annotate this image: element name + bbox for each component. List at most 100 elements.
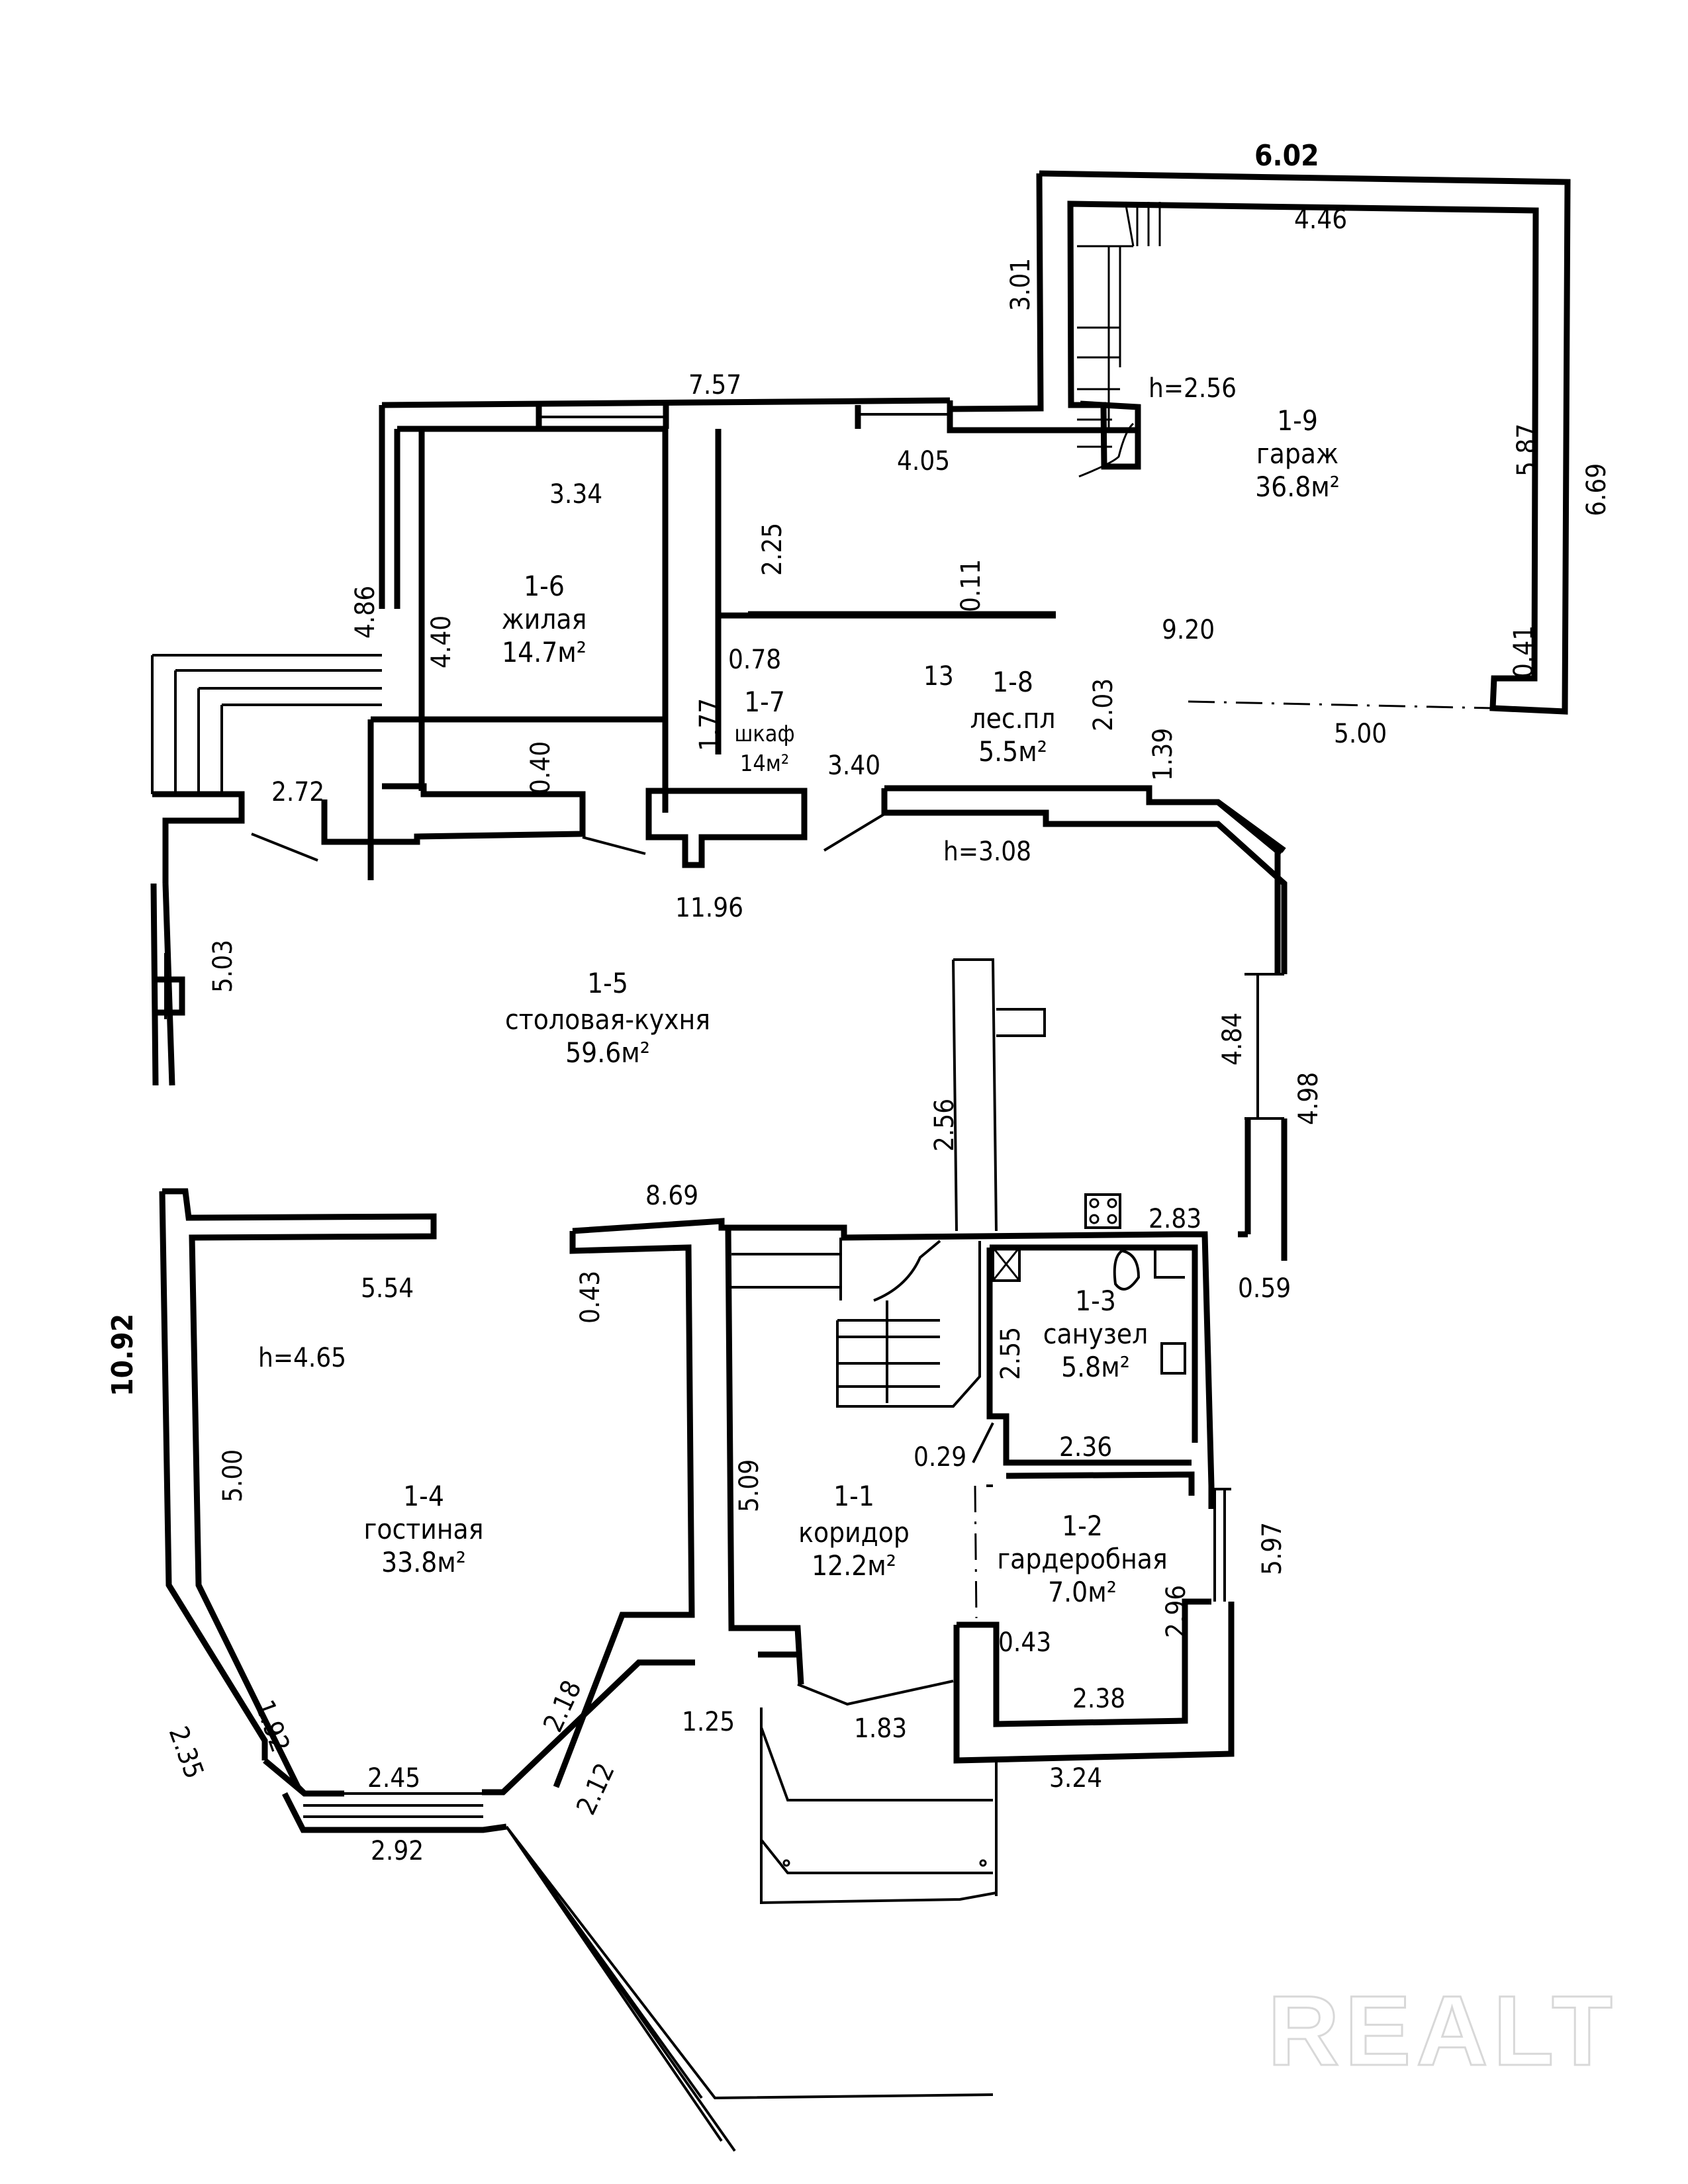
dimension-label: 4.86 (350, 586, 381, 639)
dimension-label: 2.03 (1088, 678, 1119, 731)
dimension-label: 0.11 (956, 559, 986, 612)
dimension-label: 2.36 (1059, 1432, 1112, 1463)
room-id: 1-2 (1062, 1510, 1103, 1542)
dimension-label: 4.46 (1294, 205, 1347, 235)
dimension-label: 0.40 (526, 741, 556, 794)
room-area: 14.7м² (502, 636, 586, 668)
dimension-label: 1.39 (1148, 728, 1178, 781)
dimension-label: 2.72 (271, 777, 324, 807)
dimension-label: 5.87 (1512, 424, 1542, 477)
room-id: 1-1 (833, 1480, 874, 1512)
room-id: 1-8 (992, 666, 1033, 698)
dimension-label: 4.40 (426, 615, 457, 668)
dimension-label: 3.34 (549, 479, 602, 510)
dimension-label: 5.09 (734, 1459, 765, 1512)
dimension-label: 9.20 (1162, 615, 1215, 645)
room-area: 7.0м² (1048, 1576, 1117, 1608)
dimension-label: 11.96 (675, 893, 743, 923)
dimension-labels: 6.02 4.46 7.57 4.05 3.34 9.20 0.78 13 5.… (106, 139, 1612, 1866)
dimension-label: 2.35 (163, 1723, 210, 1783)
room-name: лес.пл (970, 702, 1055, 735)
dimension-label: 0.78 (728, 645, 781, 675)
dimension-label: 5.03 (208, 940, 238, 993)
dimension-label: 2.96 (1161, 1585, 1192, 1638)
terrace (505, 1707, 998, 2152)
room-label-1-2: 1-2 гардеробная 7.0м² (997, 1510, 1167, 1608)
bathroom-fixtures (992, 1246, 1186, 1375)
dimension-label: 2.83 (1149, 1204, 1201, 1234)
room-name: столовая-кухня (505, 1003, 710, 1036)
dimension-label: 0.59 (1238, 1273, 1291, 1304)
dimension-label: 0.43 (575, 1271, 606, 1324)
dimension-label: 5.54 (361, 1273, 414, 1304)
ceiling-height-hall: h=3.08 (943, 837, 1031, 867)
dimension-label: 13 (923, 661, 954, 692)
room-label-1-8: 1-8 лес.пл 5.5м² (970, 666, 1055, 768)
room-name: гостиная (364, 1513, 484, 1545)
dimension-label: 2.12 (571, 1758, 621, 1819)
dimension-label: 2.92 (371, 1836, 424, 1866)
dimension-label: 2.38 (1072, 1684, 1125, 1714)
room-label-1-6: 1-6 жилая 14.7м² (502, 570, 587, 668)
room-area: 5.8м² (1061, 1351, 1130, 1383)
dimension-label: 4.84 (1217, 1013, 1248, 1066)
dimension-label: 2.56 (929, 1099, 960, 1152)
room-area: 12.2м² (812, 1549, 896, 1582)
dimension-label: 2.25 (757, 523, 788, 576)
dimension-label: 6.02 (1254, 139, 1319, 173)
room-name: санузел (1043, 1318, 1149, 1350)
room-id: 1-3 (1075, 1285, 1116, 1317)
room-label-1-3: 1-3 санузел 5.8м² (1043, 1285, 1149, 1383)
room-label-1-5: 1-5 столовая-кухня 59.6м² (505, 967, 710, 1069)
dimension-label: 1.25 (682, 1707, 735, 1737)
dimension-label: 3.24 (1049, 1763, 1102, 1794)
dimension-label: 4.98 (1293, 1072, 1324, 1125)
dimension-label: 8.69 (645, 1181, 698, 1211)
dimension-label: 5.00 (218, 1449, 248, 1502)
dimension-label: 5.97 (1257, 1522, 1288, 1575)
dimension-label: 1.83 (854, 1713, 907, 1744)
room-label-1-9: 1-9 гараж 36.8м² (1255, 404, 1340, 503)
room-name: шкаф (734, 721, 794, 747)
room-id: 1-7 (744, 686, 785, 718)
corridor-walls (728, 1224, 1248, 1619)
kitchen-island (952, 958, 1121, 1232)
room-label-1-4: 1-4 гостиная 33.8м² (364, 1480, 484, 1578)
room-area: 5.5м² (978, 735, 1047, 768)
room-area: 36.8м² (1255, 471, 1340, 503)
dimension-label: 2.55 (996, 1327, 1026, 1380)
room-id: 1-6 (524, 570, 565, 602)
hall-walls (150, 783, 1288, 1261)
dimension-label: 1.77 (694, 698, 725, 751)
room-id: 1-4 (403, 1480, 444, 1512)
dimension-label: 0.41 (1509, 625, 1539, 678)
dimension-label: 5.00 (1334, 719, 1387, 749)
dimension-label: 7.57 (688, 370, 741, 400)
room-name: гараж (1256, 437, 1338, 470)
room-name: гардеробная (997, 1543, 1167, 1575)
room-id: 1-9 (1277, 404, 1318, 437)
watermark-logo: REALT (1268, 1975, 1618, 2086)
dimension-label: 0.29 (914, 1442, 966, 1473)
dimension-label: 3.40 (827, 751, 880, 781)
ceiling-height-garage: h=2.56 (1149, 373, 1237, 404)
dimension-label: 0.43 (998, 1627, 1051, 1658)
ceiling-height-living: h=4.65 (258, 1343, 346, 1373)
wardrobe-walls (731, 1488, 1235, 1764)
room-area: 14м² (740, 751, 789, 777)
room-name: коридор (798, 1516, 910, 1549)
dimension-label: 10.92 (106, 1314, 140, 1396)
living-walls (159, 1188, 758, 1833)
dimension-label: 2.45 (367, 1763, 420, 1794)
room-id: 1-5 (587, 967, 628, 999)
garage-walls (949, 170, 1571, 715)
room-label-1-7: 1-7 шкаф 14м² (734, 686, 794, 777)
room-area: 59.6м² (565, 1036, 650, 1069)
upper-block-walls (151, 397, 1139, 880)
dimension-label: 6.69 (1581, 463, 1612, 516)
garage-stairs (1077, 201, 1161, 478)
room-label-1-1: 1-1 коридор 12.2м² (798, 1480, 910, 1582)
dimension-label: 4.05 (897, 446, 950, 477)
dimension-label: 3.01 (1006, 258, 1036, 311)
